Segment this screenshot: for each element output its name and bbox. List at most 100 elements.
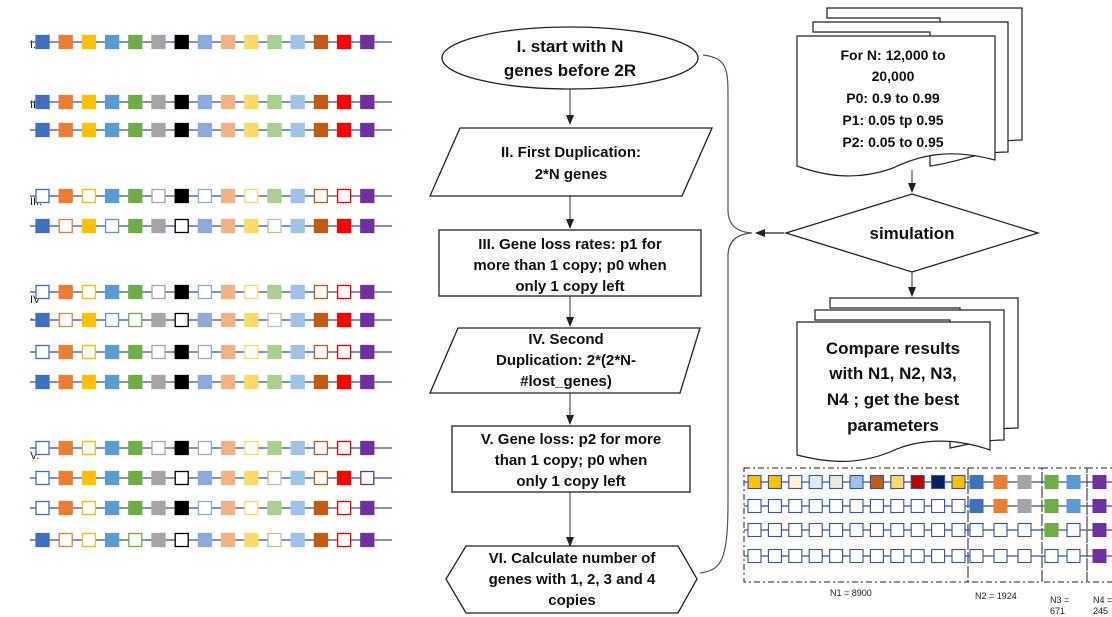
gene-box-present bbox=[174, 374, 189, 390]
gene-box-present bbox=[58, 34, 73, 50]
gene-box-present bbox=[151, 532, 166, 548]
gene-box-present bbox=[267, 94, 282, 110]
gene-box-present bbox=[174, 34, 189, 50]
legend-gene-box bbox=[1017, 522, 1032, 538]
gene-box-lost bbox=[81, 532, 97, 548]
legend-gene-box bbox=[951, 498, 966, 514]
step-6-line-3: copies bbox=[548, 592, 596, 609]
gene-box-present bbox=[313, 122, 329, 138]
gene-box-lost bbox=[313, 344, 329, 360]
step-4-line-2: Duplication: 2*(2*N- bbox=[496, 352, 636, 369]
gene-box-present bbox=[104, 532, 120, 548]
gene-box-present bbox=[174, 122, 189, 138]
gene-box-lost bbox=[197, 344, 213, 360]
gene-box-present bbox=[290, 34, 305, 50]
param-line-5: P2: 0.05 to 0.95 bbox=[842, 134, 943, 150]
gene-box-lost bbox=[244, 500, 259, 516]
n3-label-line-1: N3 = bbox=[1050, 595, 1069, 605]
gene-box-present bbox=[290, 312, 305, 328]
gene-box-present bbox=[197, 470, 213, 486]
n1-label: N1 = 8900 bbox=[830, 588, 872, 598]
gene-box-lost bbox=[336, 500, 352, 516]
gene-box-present bbox=[35, 218, 50, 234]
gene-box-present bbox=[220, 34, 236, 50]
gene-box-lost bbox=[313, 470, 329, 486]
gene-box-present bbox=[128, 500, 143, 516]
gene-box-present bbox=[244, 34, 259, 50]
compare-document: Compare results with N1, N2, N3, N4 ; ge… bbox=[796, 297, 1019, 462]
gene-box-lost bbox=[151, 284, 166, 300]
gene-box-present bbox=[104, 440, 120, 456]
gene-box-present bbox=[128, 344, 143, 360]
legend-gene-box bbox=[1017, 474, 1032, 490]
gene-box-present bbox=[220, 440, 236, 456]
gene-box-present bbox=[220, 188, 236, 204]
legend-gene-box bbox=[931, 474, 946, 490]
n3-group-box bbox=[1041, 467, 1088, 583]
legend-gene-box bbox=[1066, 474, 1081, 490]
gene-box-present bbox=[151, 312, 166, 328]
gene-box-lost bbox=[244, 284, 259, 300]
gene-box-lost bbox=[58, 312, 73, 328]
gene-box-present bbox=[313, 500, 329, 516]
gene-box-present bbox=[267, 500, 282, 516]
gene-box-present bbox=[220, 500, 236, 516]
legend-gene-box bbox=[808, 522, 823, 538]
legend-gene-box bbox=[849, 474, 864, 490]
gene-box-present bbox=[197, 312, 213, 328]
legend-gene-box bbox=[747, 522, 762, 538]
legend-rows bbox=[744, 474, 1112, 564]
gene-box-lost bbox=[58, 532, 73, 548]
gene-rows-panel: I. II. III. IV · V. bbox=[30, 34, 392, 548]
gene-box-present bbox=[174, 500, 189, 516]
gene-box-present bbox=[244, 94, 259, 110]
gene-box-present bbox=[104, 500, 120, 516]
legend-gene-box bbox=[1092, 549, 1107, 563]
gene-box-present bbox=[151, 470, 166, 486]
gene-box-lost bbox=[244, 188, 259, 204]
gene-box-present bbox=[128, 94, 143, 110]
gene-box-lost bbox=[35, 344, 50, 360]
legend-gene-box bbox=[808, 498, 823, 514]
legend-gene-box bbox=[931, 522, 946, 538]
legend-gene-box bbox=[849, 548, 864, 564]
gene-box-present bbox=[290, 344, 305, 360]
legend-gene-box bbox=[993, 498, 1008, 514]
gene-box-present bbox=[197, 532, 213, 548]
legend-gene-box bbox=[869, 498, 884, 514]
gene-box-present bbox=[290, 94, 305, 110]
gene-box-lost bbox=[81, 188, 97, 204]
gene-box-lost bbox=[197, 500, 213, 516]
gene-box-lost bbox=[336, 344, 352, 360]
gene-box-lost bbox=[35, 188, 50, 204]
gene-box-present bbox=[128, 34, 143, 50]
gene-box-lost bbox=[35, 470, 50, 486]
gene-box-present bbox=[174, 344, 189, 360]
gene-box-present bbox=[244, 122, 259, 138]
gene-box-present bbox=[104, 94, 120, 110]
gene-box-present bbox=[360, 188, 375, 204]
gene-box-present bbox=[220, 532, 236, 548]
gene-box-present bbox=[58, 470, 73, 486]
gene-box-present bbox=[290, 374, 305, 390]
legend-gene-box bbox=[849, 498, 864, 514]
legend-gene-box bbox=[747, 498, 762, 514]
legend-gene-box bbox=[890, 498, 905, 514]
gene-box-present bbox=[220, 284, 236, 300]
gene-box-present bbox=[128, 374, 143, 390]
legend-gene-box bbox=[1017, 498, 1032, 514]
legend-gene-box bbox=[829, 548, 844, 564]
step-start-ellipse: I. start with N genes before 2R bbox=[441, 26, 699, 90]
gene-box-present bbox=[244, 470, 259, 486]
gene-box-present bbox=[128, 440, 143, 456]
legend-gene-box bbox=[767, 548, 782, 564]
step-1-line-2: genes before 2R bbox=[504, 61, 636, 80]
legend-gene-box bbox=[969, 474, 984, 490]
gene-box-present bbox=[313, 218, 329, 234]
gene-box-present bbox=[290, 218, 305, 234]
step-calculate-copies: VI. Calculate number of genes with 1, 2,… bbox=[445, 545, 698, 614]
gene-box-lost bbox=[197, 188, 213, 204]
gene-box-present bbox=[220, 218, 236, 234]
gene-box-present bbox=[58, 374, 73, 390]
